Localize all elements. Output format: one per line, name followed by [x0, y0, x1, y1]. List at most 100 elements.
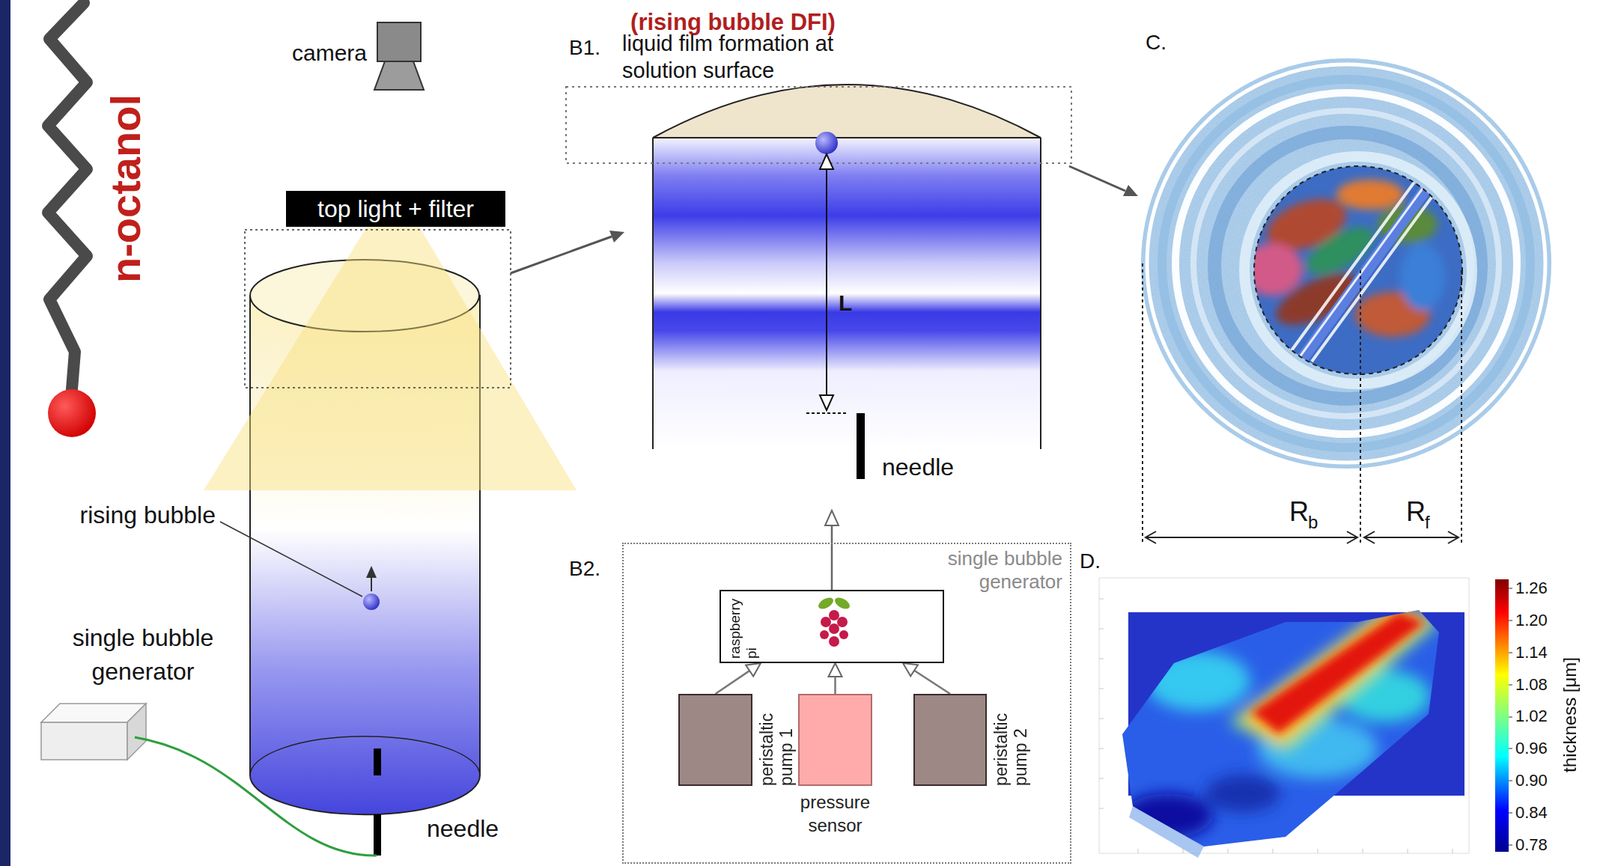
thickness-plot — [1239, 606, 1432, 745]
dimension-lines — [1142, 263, 1462, 546]
dimension-lines — [1448, 531, 1459, 544]
thickness-plot — [1115, 598, 1446, 854]
dimension-lines — [1145, 536, 1358, 539]
thickness-plot — [1508, 620, 1513, 622]
raspberry-logo — [837, 616, 848, 628]
zoom-frame — [244, 229, 511, 388]
connector-arrow — [715, 663, 762, 695]
thickness-plot — [1099, 628, 1104, 630]
camera-icon — [374, 22, 424, 90]
film-image — [1336, 179, 1404, 210]
arrow-head — [902, 663, 918, 677]
film-image — [1400, 243, 1446, 311]
dimension-lines — [1359, 270, 1362, 546]
colorbar-tick: 1.02 — [1515, 706, 1548, 727]
rotated-label: peristaltic pump 2 — [991, 694, 1031, 787]
film-container — [819, 395, 834, 411]
raspberry-logo — [819, 630, 829, 640]
film-image — [1214, 132, 1481, 400]
dimension-lines — [1460, 270, 1463, 546]
camera-icon — [374, 61, 424, 90]
rotated-label: raspberry pi — [727, 594, 760, 659]
pump-box: peristaltic pump 1 — [678, 694, 753, 787]
dimension-label: L — [838, 289, 853, 317]
film-image — [1311, 187, 1440, 362]
thickness-plot — [1099, 598, 1104, 600]
thickness-plot — [1495, 579, 1509, 853]
light-box: top light + filter — [286, 190, 506, 227]
thickness-plot — [1251, 612, 1425, 734]
panel-letter: B1. — [569, 35, 601, 61]
dimension-subscript: f — [1424, 512, 1431, 534]
film-container — [1039, 137, 1042, 450]
zoom-frame — [244, 229, 625, 388]
slide-border — [0, 0, 11, 866]
thickness-plot — [1227, 602, 1442, 753]
thickness-plot — [1508, 748, 1513, 750]
thickness-plot — [1099, 578, 1469, 854]
sensor-label: pressure sensor — [779, 790, 892, 838]
octanol-molecule — [47, 2, 96, 438]
film-image — [1242, 163, 1468, 381]
light-cone — [203, 226, 577, 491]
rotated-label: peristaltic pump 1 — [756, 694, 797, 787]
raspberry-logo — [828, 623, 840, 635]
dimension-lines — [1346, 531, 1358, 544]
leader-line — [220, 521, 363, 597]
film-container — [652, 137, 654, 450]
thickness-plot — [1205, 774, 1281, 813]
film-container — [652, 84, 1041, 138]
sensor-box: pressure sensor — [798, 694, 873, 787]
film-container — [1069, 166, 1126, 191]
glass-cylinder — [363, 593, 380, 611]
connector-line — [834, 676, 837, 695]
colorbar-tick: 0.84 — [1515, 803, 1548, 823]
film-container — [652, 137, 1041, 450]
thickness-plot — [1123, 793, 1213, 839]
group-heading: single bubble generator — [920, 547, 1063, 594]
feed-arrow — [831, 525, 834, 590]
thickness-plot — [1407, 849, 1409, 854]
thickness-plot — [1452, 849, 1454, 854]
thickness-plot — [1317, 849, 1319, 854]
dimension-lines — [1364, 531, 1375, 544]
thickness-plot — [1251, 612, 1425, 734]
pump-box: peristaltic pump 2 — [913, 694, 987, 787]
film-container — [825, 167, 828, 397]
thickness-plot — [1182, 849, 1184, 854]
thickness-plot — [1138, 849, 1139, 854]
part-label: needle — [881, 452, 954, 482]
colorbar-tick: 1.08 — [1515, 675, 1548, 695]
thickness-plot — [1099, 718, 1104, 720]
thickness-plot — [1123, 602, 1442, 839]
thickness-plot — [1099, 688, 1104, 690]
colorbar-tick: 1.14 — [1515, 643, 1548, 663]
thickness-plot — [1145, 651, 1251, 712]
leader-line — [220, 521, 363, 597]
arrow-head — [745, 663, 761, 677]
bubble-generator-icon — [127, 703, 146, 760]
part-label: single bubble generator — [56, 621, 230, 689]
thickness-plot — [1272, 849, 1274, 854]
bubble-generator-icon — [41, 722, 128, 760]
thickness-plot — [1099, 808, 1104, 810]
thickness-plot — [1099, 853, 1469, 855]
thickness-plot — [1362, 849, 1364, 854]
dimension-lines — [1141, 263, 1144, 546]
dotted-group-box: single bubble generator raspberry pi peris… — [622, 542, 1072, 865]
film-image — [1138, 55, 1558, 475]
arrow-head — [828, 663, 843, 677]
panel-caption: liquid film formation at solution surfac… — [622, 29, 907, 85]
glass-cylinder — [373, 748, 382, 776]
thickness-plot — [1227, 849, 1229, 854]
panel-letter: B2. — [569, 556, 601, 582]
film-image — [1242, 243, 1303, 296]
zoom-frame — [510, 236, 612, 274]
zoom-frame — [609, 230, 625, 243]
thickness-plot — [1099, 748, 1104, 750]
panel-letter: D. — [1079, 548, 1101, 575]
film-image — [1254, 166, 1463, 375]
dimension-lines — [1364, 536, 1459, 539]
octanol-molecule — [47, 389, 96, 438]
box-label: top light + filter — [317, 194, 474, 224]
